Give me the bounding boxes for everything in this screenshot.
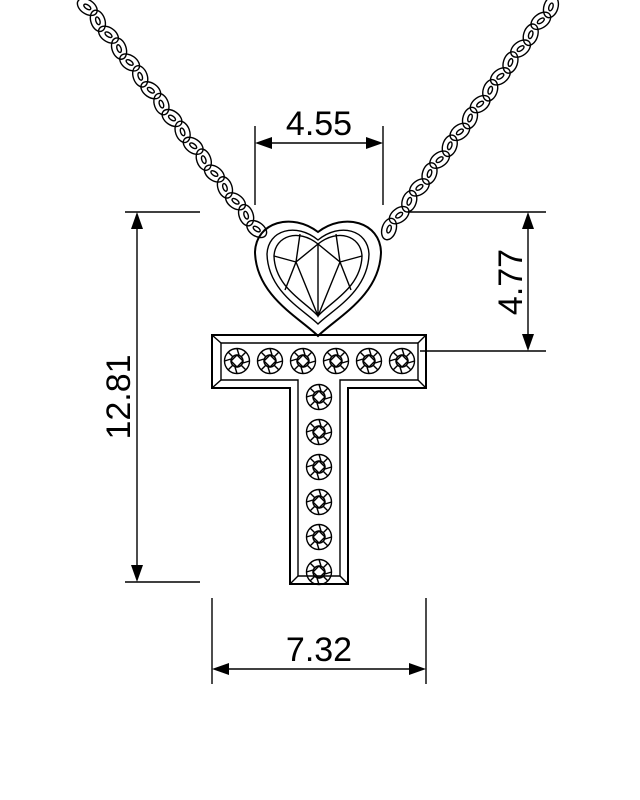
left-chain <box>76 0 268 239</box>
dimension-label-heart-height: 4.77 <box>492 249 530 315</box>
dimension-total-height: 12.81 <box>100 211 200 583</box>
pave-diamond <box>289 347 317 375</box>
chain-link-hole <box>231 197 240 205</box>
chain-link-hole <box>200 155 207 165</box>
chain-link-hole <box>243 210 250 220</box>
chain-link-hole <box>435 156 444 164</box>
dimension-total-width: 7.32 <box>211 598 427 684</box>
chain-link <box>421 162 438 185</box>
chain-link <box>388 205 410 225</box>
chain-link <box>530 11 552 31</box>
chain-link-hole <box>516 45 525 53</box>
chain-link-hole <box>210 170 219 178</box>
chain-link <box>131 65 149 88</box>
chain-link-hole <box>475 100 485 108</box>
right-chain <box>380 0 560 241</box>
chain-link <box>441 134 458 158</box>
pave-diamond <box>305 488 333 516</box>
chain-link <box>408 178 430 197</box>
chain-link-hole <box>125 58 134 66</box>
chain-link-hole <box>487 85 494 95</box>
chain-link <box>161 108 183 128</box>
chain-link <box>469 94 491 114</box>
chain-link-hole <box>536 17 545 25</box>
heart-gem <box>273 233 363 318</box>
chain-link-hole <box>252 225 261 233</box>
chain-link <box>246 219 268 239</box>
chain-link <box>449 122 471 142</box>
chain-link <box>380 217 398 241</box>
pave-diamond <box>305 523 333 551</box>
chain-link <box>153 92 170 116</box>
chain-link <box>461 106 479 130</box>
chain-link <box>429 150 451 169</box>
chain-link-hole <box>137 71 144 81</box>
chain-link-hole <box>386 224 393 234</box>
dimension-label-total-height: 12.81 <box>100 354 138 439</box>
chain-link <box>110 37 128 60</box>
pave-diamond <box>322 347 350 375</box>
dimension-label-total-width: 7.32 <box>286 631 352 669</box>
chain-link <box>522 23 539 47</box>
chain-link-hole <box>167 114 177 122</box>
chain-link <box>174 120 191 144</box>
chain-link <box>203 164 225 183</box>
chain-link-hole <box>467 113 473 123</box>
chain-link <box>119 53 141 72</box>
chain-link <box>542 0 560 19</box>
chain-link <box>97 25 120 44</box>
dimension-label-heart-width: 4.55 <box>286 105 352 143</box>
chain-link <box>237 203 255 227</box>
chain-link <box>140 81 162 100</box>
chain-link-hole <box>146 86 156 94</box>
chain-link <box>510 39 532 58</box>
chain-link-hole <box>426 168 433 179</box>
chain-link-hole <box>179 127 186 137</box>
chain-link-hole <box>507 57 514 68</box>
chain-link-hole <box>446 141 453 151</box>
chain-link-hole <box>94 16 101 26</box>
pave-diamond <box>256 347 284 375</box>
chain-link-hole <box>395 211 404 219</box>
pave-diamond <box>388 347 416 375</box>
chain-link-hole <box>406 196 413 206</box>
pave-diamond <box>223 347 251 375</box>
chain-link-hole <box>116 44 123 54</box>
pave-diamond <box>305 383 333 411</box>
pave-diamond <box>305 558 333 586</box>
heart-setting <box>253 220 383 338</box>
chain-link <box>216 176 234 199</box>
chain-link <box>89 9 107 33</box>
chain-link-hole <box>496 72 505 80</box>
pave-diamonds <box>223 347 416 586</box>
chain-link <box>182 136 204 155</box>
chain-link <box>482 78 499 102</box>
chain-link-hole <box>83 3 92 11</box>
chain-link-hole <box>547 2 554 12</box>
pave-diamond <box>305 453 333 481</box>
chain-link <box>195 148 213 171</box>
t-cross-pendant <box>211 334 427 585</box>
chain-link <box>224 192 247 211</box>
dimension-heart-width: 4.55 <box>254 105 384 205</box>
chain-link <box>489 67 511 86</box>
chain-link <box>76 0 98 17</box>
chain-link <box>502 51 519 74</box>
dimension-heart-height: 4.77 <box>408 211 546 352</box>
chain-link-hole <box>221 182 228 192</box>
chain-link-hole <box>188 142 198 150</box>
chain-link-hole <box>158 99 165 109</box>
chain-link-hole <box>527 30 534 40</box>
chain-link-hole <box>104 31 113 39</box>
chain-link <box>401 189 418 213</box>
chain-link-hole <box>455 128 465 136</box>
pave-diamond <box>355 347 383 375</box>
chain-link-hole <box>415 183 424 191</box>
pave-diamond <box>305 418 333 446</box>
